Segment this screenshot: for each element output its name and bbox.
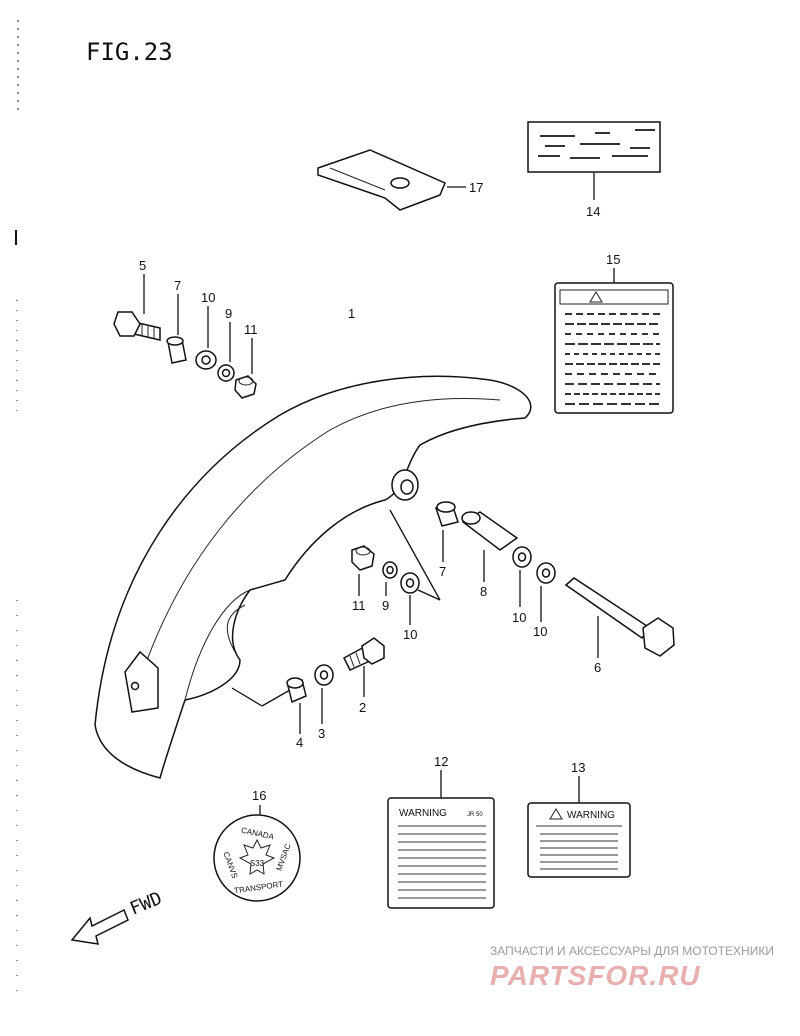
callout-4: 4	[296, 735, 303, 750]
warning-label-12-code: JR 50	[467, 812, 483, 818]
warning-label-13: WARNING	[527, 776, 631, 878]
warning-label-12: WARNING JR 50	[387, 770, 495, 909]
washer-10-rear-a	[512, 546, 532, 607]
seal-number: S33	[250, 859, 265, 868]
watermark-brand: PARTSFOR.RU	[490, 960, 701, 991]
front-fender	[94, 375, 532, 779]
callout-13: 13	[571, 760, 585, 775]
callout-12: 12	[434, 754, 448, 769]
callout-11-upper: 11	[244, 322, 258, 337]
cable-holder-part	[317, 149, 466, 211]
upper-hardware-group	[113, 274, 257, 399]
callout-7-upper: 7	[174, 278, 181, 293]
washer-3	[314, 664, 334, 724]
rear-hardware-group	[351, 501, 675, 658]
info-label-part	[527, 121, 661, 200]
spring-washer-9-upper	[217, 322, 235, 382]
warning-label-12-heading: WARNING	[399, 808, 447, 819]
spacer-8	[461, 511, 519, 582]
callout-8: 8	[480, 584, 487, 599]
callout-numbers: 1 2 3 4 5 6 7 7 8 9 9 10 10 10 10 11 11 …	[139, 180, 620, 803]
callout-9-rear: 9	[382, 598, 389, 613]
bolt-5	[113, 274, 161, 341]
nut-11-upper	[234, 338, 257, 399]
washer-10-upper	[195, 306, 217, 370]
page-edge-marks	[15, 20, 19, 1000]
bolt-2	[343, 637, 385, 697]
callout-2: 2	[359, 700, 366, 715]
front-hardware-group	[286, 637, 385, 734]
callout-10-rear-b: 10	[533, 624, 547, 639]
callout-3: 3	[318, 726, 325, 741]
warning-label-13-heading: WARNING	[567, 810, 615, 821]
watermark: ЗАПЧАСТИ И АКСЕССУАРЫ ДЛЯ МОТОТЕХНИКИ PA…	[490, 944, 774, 991]
callout-11-rear: 11	[352, 598, 366, 613]
callout-10-rear-left: 10	[403, 627, 417, 642]
washer-10-rear-b	[536, 562, 556, 622]
nut-11-rear	[351, 545, 375, 596]
forward-direction-indicator: FWD	[70, 888, 165, 945]
spring-washer-9-rear	[382, 561, 398, 596]
caution-label-part	[554, 268, 674, 414]
callout-10-upper: 10	[201, 290, 215, 305]
callout-10-rear-a: 10	[512, 610, 526, 625]
callout-6: 6	[594, 660, 601, 675]
collar-7-rear	[435, 501, 459, 562]
figure-title: FIG.23	[86, 38, 173, 66]
collar-7	[166, 294, 187, 364]
watermark-tagline: ЗАПЧАСТИ И АКСЕССУАРЫ ДЛЯ МОТОТЕХНИКИ	[490, 944, 774, 958]
callout-9-upper: 9	[225, 306, 232, 321]
fwd-label: FWD	[127, 888, 165, 920]
callout-5: 5	[139, 258, 146, 273]
callout-7-rear: 7	[439, 564, 446, 579]
collar-4	[286, 677, 307, 734]
callout-17: 17	[469, 180, 483, 195]
callout-15: 15	[606, 252, 620, 267]
washer-10-rear-c	[400, 572, 420, 625]
callout-1: 1	[348, 306, 355, 321]
canada-seal: CANADA TRANSPORT CANVS MVSAC S33	[213, 805, 301, 902]
callout-14: 14	[586, 204, 600, 219]
long-bolt-6	[564, 577, 675, 658]
callout-16: 16	[252, 788, 266, 803]
